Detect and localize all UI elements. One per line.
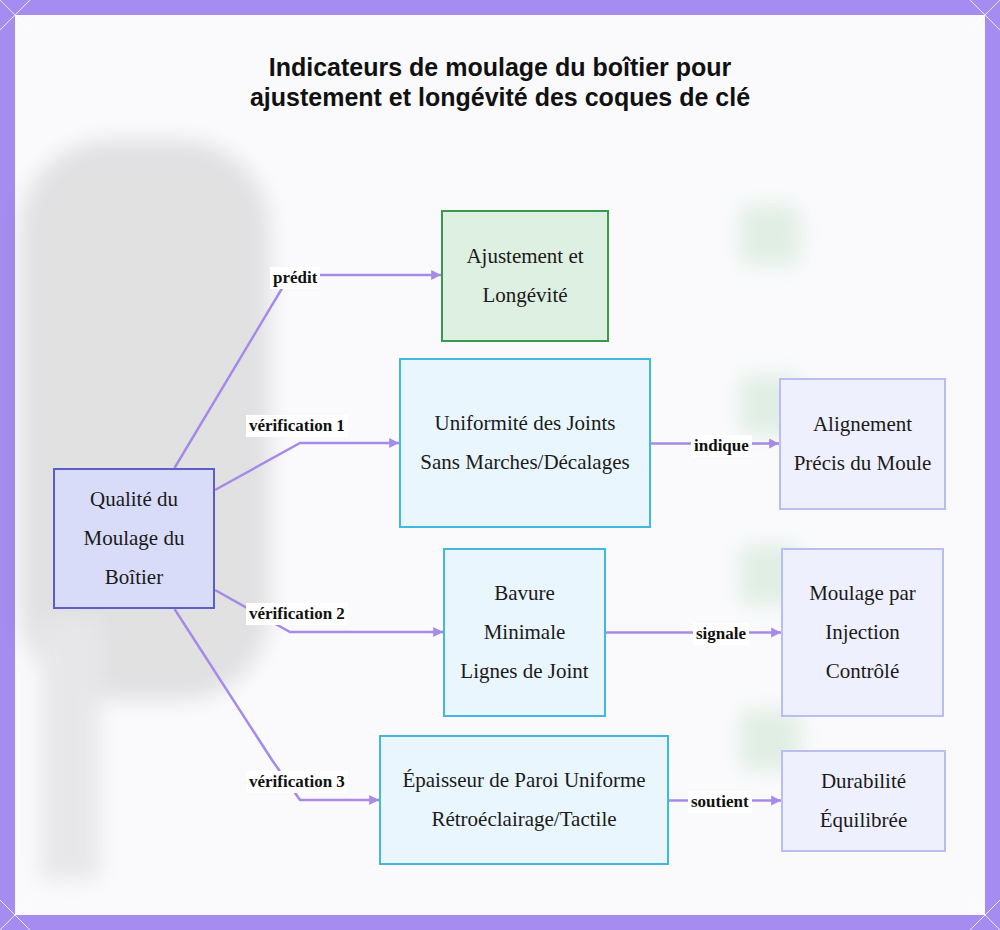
node-text: Qualité du Moulage du Boîtier — [67, 480, 201, 597]
process-box: Moulage par Injection Contrôlé — [781, 548, 944, 717]
node-text: Bavure Minimale Lignes de Joint — [457, 574, 592, 691]
connector — [175, 609, 380, 805]
edge-label: signale — [693, 623, 749, 645]
edge-label: indique — [691, 435, 752, 457]
process-box: Épaisseur de Paroi Uniforme Rétroéclaira… — [379, 735, 669, 865]
edge-label: vérification 1 — [246, 415, 348, 437]
process-box: Durabilité Équilibrée — [781, 750, 946, 852]
edge-label: prédit — [270, 267, 320, 289]
node-text: Durabilité Équilibrée — [795, 762, 932, 840]
arrow-head — [369, 795, 379, 805]
process-box: Uniformité des Joints Sans Marches/Décal… — [399, 358, 651, 528]
connector-line — [215, 443, 399, 490]
connector-line — [175, 609, 380, 800]
connector-line — [215, 590, 443, 632]
edge-label: soutient — [688, 791, 752, 813]
diagram-title: Indicateurs de moulage du boîtier pour a… — [235, 52, 765, 112]
edge-label: vérification 2 — [246, 603, 348, 625]
node-text: Épaisseur de Paroi Uniforme Rétroéclaira… — [393, 761, 655, 839]
arrow-head — [769, 439, 779, 449]
arrow-head — [771, 628, 781, 638]
node-text: Moulage par Injection Contrôlé — [795, 574, 930, 691]
connector — [215, 590, 443, 637]
node-text: Uniformité des Joints Sans Marches/Décal… — [413, 404, 637, 482]
node-text: Alignement Précis du Moule — [793, 405, 932, 483]
arrow-head — [771, 796, 781, 806]
process-box: Alignement Précis du Moule — [779, 378, 946, 510]
arrow-head — [433, 627, 443, 637]
process-box: Ajustement et Longévité — [441, 210, 609, 342]
arrow-head — [389, 438, 399, 448]
arrow-head — [431, 270, 441, 280]
process-box: Bavure Minimale Lignes de Joint — [443, 548, 606, 717]
connector — [215, 438, 399, 490]
node-text: Ajustement et Longévité — [455, 237, 595, 315]
process-box: Qualité du Moulage du Boîtier — [53, 468, 215, 609]
edge-label: vérification 3 — [246, 771, 348, 793]
